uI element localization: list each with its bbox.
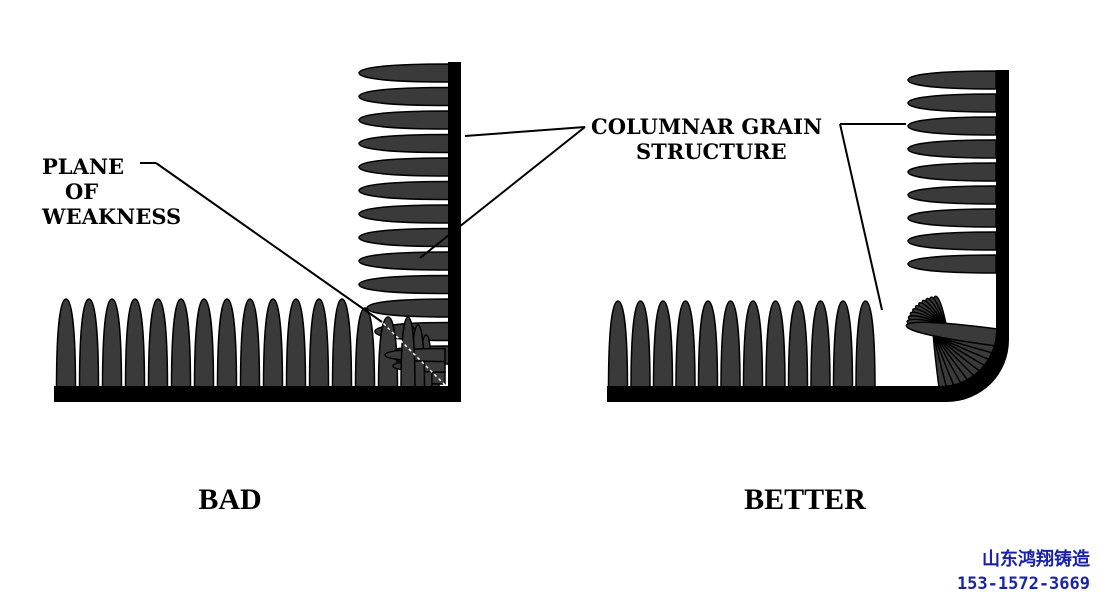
grain-column	[742, 300, 764, 390]
grain-column	[907, 208, 997, 228]
grain-column	[697, 300, 719, 390]
grain-column	[366, 298, 450, 318]
grain-column	[765, 300, 786, 390]
grain-column	[358, 274, 450, 295]
grain-column	[358, 63, 450, 83]
grain-column	[607, 300, 629, 390]
grain-column	[358, 110, 450, 130]
grain-column	[358, 204, 450, 224]
bad-corner-diagram	[54, 62, 461, 402]
grain-column	[358, 133, 450, 154]
weakness-plane-mark	[374, 314, 448, 388]
grain-column	[170, 298, 192, 390]
grain-column	[216, 298, 238, 390]
grain-column	[193, 298, 215, 390]
grain-column	[652, 300, 674, 390]
grain-column	[358, 180, 450, 201]
better-caption: BETTER	[744, 483, 866, 516]
grain-column	[907, 116, 997, 136]
plane-of-weakness-label: PLANE OF WEAKNESS	[42, 154, 181, 229]
leader-lines	[140, 123, 906, 323]
grain-column	[720, 300, 741, 390]
grain-column	[907, 93, 997, 113]
columnar-label-line-2: STRUCTURE	[636, 139, 787, 164]
grain-column	[630, 300, 651, 390]
plane-label-line-2: OF	[65, 179, 99, 204]
grain-column	[308, 298, 330, 390]
plane-label-line-1: PLANE	[42, 154, 125, 179]
grain-column	[354, 307, 376, 390]
grain-column	[832, 300, 854, 390]
grain-column	[239, 298, 261, 390]
grain-column	[907, 185, 997, 205]
watermark-phone: 153-1572-3669	[956, 574, 1090, 594]
grain-column	[285, 298, 307, 390]
leader-line	[155, 162, 383, 323]
grain-column	[101, 298, 123, 390]
leader-line	[839, 123, 883, 311]
grain-column	[358, 157, 450, 177]
grain-column	[675, 300, 696, 390]
grain-column	[262, 298, 284, 390]
grain-column	[855, 300, 876, 390]
grain-column	[907, 162, 997, 182]
bad-caption: BAD	[198, 483, 262, 516]
grain-column	[78, 298, 100, 390]
columnar-label-line-1: COLUMNAR GRAIN	[591, 114, 823, 139]
grain-column	[358, 86, 450, 107]
grain-column	[400, 316, 416, 390]
grain-column	[331, 298, 353, 390]
leader-line	[419, 126, 586, 259]
grain-column	[907, 254, 997, 274]
grain-column	[358, 251, 450, 271]
watermark: 山东鸿翔铸造 153-1572-3669	[957, 548, 1090, 596]
better-corner-diagram	[607, 70, 1009, 402]
grain-column	[907, 139, 997, 159]
grain-column	[55, 298, 77, 390]
grain-column	[787, 300, 809, 390]
grain-column	[810, 300, 831, 390]
grain-column	[124, 298, 146, 390]
plane-label-line-3: WEAKNESS	[42, 204, 182, 229]
leader-line	[464, 126, 586, 137]
grain-column	[907, 70, 997, 90]
grain-column	[907, 231, 997, 251]
grain-column	[147, 298, 169, 390]
grain-column	[358, 227, 450, 248]
grain-column	[905, 321, 1000, 347]
watermark-name: 山东鸿翔铸造	[982, 549, 1090, 570]
columnar-grain-label: COLUMNAR GRAIN STRUCTURE	[591, 114, 822, 164]
